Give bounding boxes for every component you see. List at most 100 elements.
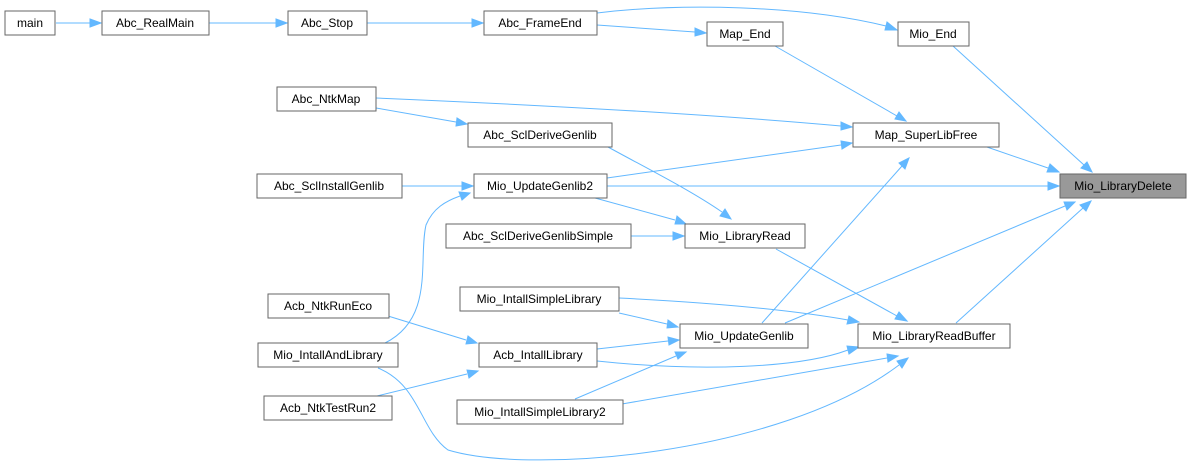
- edge-abc-ntkmap-to-abc-sclderivegenlib: [375, 107, 457, 123]
- node-label: Abc_NtkMap: [292, 92, 361, 106]
- node-mio-end[interactable]: Mio_End: [897, 21, 970, 47]
- edge-mio-updategenlib-to-mio-librarydelete: [784, 205, 1066, 324]
- arrowhead: [672, 231, 686, 241]
- node-label: Abc_FrameEnd: [498, 16, 581, 30]
- arrowhead: [1047, 181, 1061, 191]
- edge-abc-ntkmap-to-map-superlibfree: [375, 97, 842, 127]
- edge-mio-updategenlib2-to-mio-libraryread: [594, 197, 676, 221]
- node-label: main: [17, 16, 43, 30]
- arrowhead: [674, 215, 688, 225]
- arrowhead: [458, 191, 472, 201]
- edge-mio-end-to-mio-librarydelete: [952, 45, 1085, 166]
- edge-mio-intallandlibrary-to-mio-libraryreadbuffer: [377, 364, 900, 461]
- call-graph-nodes: main Abc_RealMain Abc_Stop Abc_FrameEnd …: [4, 10, 1187, 425]
- arrowhead: [886, 353, 900, 363]
- node-label: Abc_SclDeriveGenlibSimple: [463, 229, 613, 243]
- node-label: Mio_IntallAndLibrary: [273, 348, 382, 362]
- edge-mio-libraryread-to-mio-libraryreadbuffer: [775, 248, 898, 317]
- arrowhead: [894, 311, 909, 322]
- edge-mio-intallsimplelibrary-to-mio-updategenlib: [618, 312, 668, 325]
- arrowhead: [471, 18, 485, 28]
- node-acb-intalllibrary[interactable]: Acb_IntallLibrary: [478, 342, 598, 368]
- edge-map-end-to-map-superlibfree: [774, 45, 898, 117]
- edge-abc-sclderivegenlib-to-mio-libraryread: [607, 146, 723, 213]
- arrowhead: [846, 345, 861, 355]
- arrowhead: [1080, 161, 1094, 173]
- node-map-superlibfree[interactable]: Map_SuperLibFree: [852, 122, 1000, 148]
- call-graph-edges: [56, 6, 1094, 461]
- edge-mio-intallandlibrary-to-mio-updategenlib2: [384, 195, 461, 344]
- arrowhead: [1063, 201, 1077, 211]
- edge-mio-intallsimplelibrary-to-mio-libraryreadbuffer: [618, 297, 849, 321]
- edge-abc-frameend-to-mio-end: [596, 6, 887, 27]
- edge-mio-intallsimplelibrary2-to-mio-libraryreadbuffer: [621, 357, 888, 405]
- arrowhead: [1079, 200, 1093, 212]
- node-mio-updategenlib2[interactable]: Mio_UpdateGenlib2: [473, 173, 608, 199]
- node-label: Abc_Stop: [301, 16, 353, 30]
- node-abc-stop[interactable]: Abc_Stop: [287, 10, 368, 36]
- arrowhead: [884, 21, 899, 31]
- node-label: Mio_LibraryDelete: [1074, 179, 1172, 193]
- node-acb-ntkruneco[interactable]: Acb_NtkRunEco: [267, 293, 390, 319]
- arrowhead: [465, 335, 479, 345]
- arrowhead: [840, 140, 854, 150]
- edge-acb-ntktestrun2-to-acb-intalllibrary: [376, 373, 468, 397]
- node-label: Mio_IntallSimpleLibrary2: [474, 405, 606, 419]
- node-label: Abc_SclDeriveGenlib: [483, 128, 597, 142]
- edge-mio-libraryreadbuffer-to-mio-librarydelete: [955, 207, 1084, 324]
- edge-mio-intallsimplelibrary2-to-mio-updategenlib: [574, 355, 677, 400]
- arrowhead: [694, 27, 708, 37]
- edge-acb-intalllibrary-to-mio-libraryreadbuffer: [596, 349, 849, 368]
- node-acb-ntktestrun2[interactable]: Acb_NtkTestRun2: [263, 395, 393, 421]
- arrowhead: [466, 369, 480, 379]
- edge-mio-updategenlib2-to-map-superlibfree: [606, 144, 842, 179]
- arrowhead: [1046, 163, 1061, 173]
- node-label: Mio_UpdateGenlib: [694, 329, 794, 343]
- node-map-end[interactable]: Map_End: [706, 21, 784, 47]
- node-label: Mio_LibraryReadBuffer: [872, 329, 995, 343]
- node-abc-ntkmap[interactable]: Abc_NtkMap: [276, 86, 377, 112]
- node-label: Map_End: [719, 27, 770, 41]
- arrowhead: [667, 336, 681, 346]
- node-label: Mio_End: [909, 27, 956, 41]
- node-mio-libraryread[interactable]: Mio_LibraryRead: [684, 223, 806, 249]
- node-abc-sclderivegenlib[interactable]: Abc_SclDeriveGenlib: [467, 122, 613, 148]
- edge-acb-ntkruneco-to-acb-intalllibrary: [387, 315, 467, 341]
- node-abc-frameend[interactable]: Abc_FrameEnd: [483, 10, 598, 36]
- arrowhead: [719, 208, 733, 220]
- arrowhead: [894, 111, 908, 122]
- node-mio-libraryreadbuffer[interactable]: Mio_LibraryReadBuffer: [857, 323, 1011, 349]
- node-mio-intallandlibrary[interactable]: Mio_IntallAndLibrary: [257, 342, 399, 368]
- node-label: Mio_IntallSimpleLibrary: [477, 292, 602, 306]
- edge-mio-updategenlib-to-map-superlibfree: [761, 165, 903, 324]
- arrowhead: [455, 117, 469, 127]
- node-abc-sclinstallgenlib[interactable]: Abc_SclInstallGenlib: [256, 173, 403, 199]
- arrowhead: [89, 18, 103, 28]
- node-mio-intallsimplelibrary2[interactable]: Mio_IntallSimpleLibrary2: [456, 399, 624, 425]
- node-label: Mio_UpdateGenlib2: [487, 179, 593, 193]
- node-mio-intallsimplelibrary[interactable]: Mio_IntallSimpleLibrary: [459, 286, 620, 312]
- node-abc-realmain[interactable]: Abc_RealMain: [101, 10, 210, 36]
- node-label: Abc_SclInstallGenlib: [274, 179, 384, 193]
- arrowhead: [840, 121, 854, 131]
- node-abc-sclderivegenlibsimple[interactable]: Abc_SclDeriveGenlibSimple: [445, 223, 632, 249]
- node-label: Acb_NtkTestRun2: [280, 401, 376, 415]
- node-mio-librarydelete[interactable]: Mio_LibraryDelete: [1059, 173, 1187, 199]
- node-mio-updategenlib[interactable]: Mio_UpdateGenlib: [679, 323, 809, 349]
- edge-acb-intalllibrary-to-mio-updategenlib: [596, 340, 669, 350]
- arrowhead: [666, 319, 680, 329]
- node-label: Acb_IntallLibrary: [493, 348, 582, 362]
- arrowhead: [898, 156, 910, 170]
- node-label: Map_SuperLibFree: [875, 128, 978, 142]
- edge-map-superlibfree-to-mio-librarydelete: [983, 145, 1049, 169]
- node-label: Abc_RealMain: [116, 16, 194, 30]
- node-main[interactable]: main: [4, 10, 56, 36]
- arrowhead: [846, 315, 861, 325]
- arrowhead: [275, 18, 289, 28]
- node-label: Mio_LibraryRead: [699, 229, 790, 243]
- edge-abc-frameend-to-map-end: [596, 24, 696, 33]
- node-label: Acb_NtkRunEco: [284, 299, 372, 313]
- arrowhead: [896, 357, 910, 369]
- arrowhead: [461, 181, 475, 191]
